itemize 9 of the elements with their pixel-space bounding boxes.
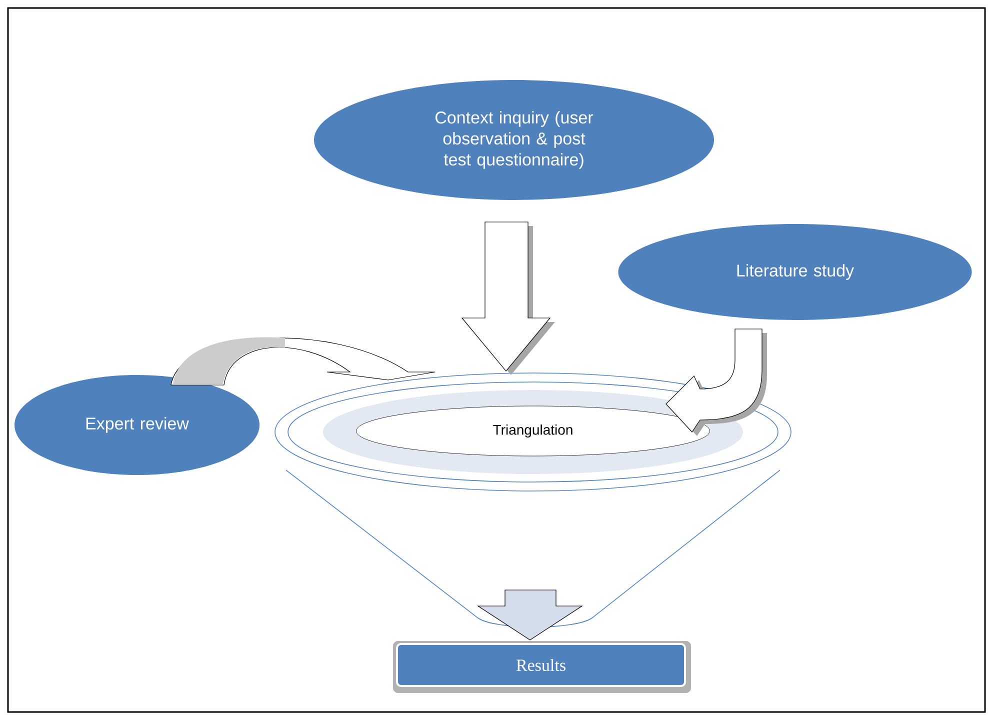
ellipse-node: Literature study bbox=[618, 224, 972, 320]
ellipse-node: Expert review bbox=[14, 375, 260, 475]
result-box: Results bbox=[393, 641, 691, 693]
block-arrow bbox=[170, 337, 436, 386]
block-arrow bbox=[666, 328, 767, 436]
block-arrow bbox=[477, 590, 584, 640]
block-arrow bbox=[461, 222, 555, 375]
ellipse-node: Triangulation bbox=[356, 406, 710, 456]
ellipse-node: Context inquiry (user observation & post test questionnaire) bbox=[314, 80, 714, 200]
